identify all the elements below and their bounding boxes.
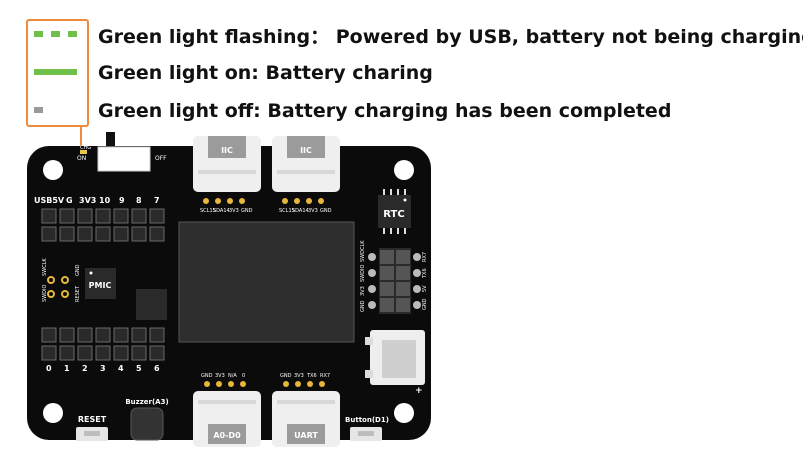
bottom-header-label-4: 4 [118, 364, 124, 373]
bottom-header-label-0: 0 [46, 364, 52, 373]
a0-pin-3: 0 [242, 373, 245, 379]
a0-pin-0: GND [201, 373, 213, 379]
switch-lever[interactable] [106, 132, 115, 150]
swd-left-label-swclk: SWCLK [42, 258, 48, 276]
mounting-hole [394, 160, 414, 180]
reset-label: RESET [78, 415, 107, 424]
callout-connector [80, 126, 82, 148]
top-header-label-1: G [66, 196, 73, 205]
bottom-header-label-1: 1 [64, 364, 70, 373]
buzzer-label: Buzzer(A3) [125, 398, 168, 406]
uart-pin-2: TX6 [306, 373, 317, 379]
a0-label: A0-D0 [213, 431, 241, 440]
top-pin-header [41, 208, 165, 242]
uart-pads [283, 381, 325, 387]
swd-right-label-7: GND [422, 298, 428, 310]
pmic-label: PMIC [89, 281, 112, 290]
bottom-header-label-6: 6 [154, 364, 160, 373]
bottom-pin-header [41, 327, 165, 361]
iic-right-pin-1: SDA14 [292, 208, 309, 214]
iic-right-pads [282, 198, 324, 204]
rtc-pins [383, 189, 406, 234]
switch-chg-label: CHG [80, 145, 91, 151]
top-header-label-0: USB5V [34, 196, 65, 205]
uart-connector[interactable] [272, 391, 340, 447]
a0-pads [204, 381, 246, 387]
buzzer [130, 407, 164, 441]
small-chip [136, 289, 167, 320]
bottom-header-label-2: 2 [82, 364, 88, 373]
main-module [178, 221, 355, 343]
iic-right-label: IIC [300, 146, 312, 155]
a0-connector[interactable] [193, 391, 261, 447]
battery-connector[interactable] [365, 330, 425, 385]
mounting-hole [43, 160, 63, 180]
switch-on-label: ON [77, 155, 86, 162]
iic-left-pin-0: SCL15 [200, 208, 216, 214]
power-switch[interactable] [97, 146, 151, 172]
swd-left-label-reset: RESET [75, 285, 81, 302]
led-legend-callout [26, 19, 89, 127]
battery-plus-label: + [415, 386, 423, 396]
pmic-dot [89, 271, 93, 275]
led-off-indicator [34, 107, 43, 113]
uart-pin-1: 3V3 [294, 373, 304, 379]
swd-right-label-1: SWDIO [360, 265, 366, 282]
uart-label: UART [294, 431, 318, 440]
swd-left-label-gnd: GND [75, 264, 81, 276]
button-d1-label: Button(D1) [345, 416, 389, 424]
swd-left-label-swdio: SWDIO [42, 285, 48, 302]
swd-right-label-0: SWDCLK [360, 240, 366, 262]
bottom-header-label-5: 5 [136, 364, 142, 373]
swd-right-label-3: GND [360, 300, 366, 312]
reset-button[interactable] [76, 427, 108, 441]
led-on-indicator [34, 69, 77, 75]
top-header-label-2: 3V3 [79, 196, 96, 205]
legend-off-text: Green light off: Battery charging has be… [98, 100, 672, 122]
iic-right-pin-0: SCL15 [279, 208, 295, 214]
legend-flashing-text: Green light flashing： Powered by USB, ba… [98, 26, 803, 48]
iic-left-pin-2: 3V3 [229, 208, 239, 214]
iic-left-pin-3: GND [241, 208, 253, 214]
switch-off-label: OFF [155, 155, 167, 162]
uart-pin-0: GND [280, 373, 292, 379]
charge-led [80, 150, 87, 154]
rtc-label: RTC [383, 209, 404, 220]
swd-right-label-2: 3V3 [360, 286, 366, 296]
rtc-dot [403, 198, 407, 202]
left-swd-pads [47, 276, 69, 298]
swd-right-label-4: RX7 [422, 252, 428, 262]
top-header-label-6: 7 [154, 196, 160, 205]
a0-pin-1: 3V3 [215, 373, 225, 379]
iic-right-pin-2: 3V3 [308, 208, 318, 214]
a0-pin-2: N/A [228, 373, 237, 379]
bottom-header-label-3: 3 [100, 364, 106, 373]
top-header-label-4: 9 [119, 196, 125, 205]
led-flashing-indicator [34, 31, 77, 37]
iic-left-pads [203, 198, 245, 204]
iic-right-pin-3: GND [320, 208, 332, 214]
button-d1[interactable] [350, 427, 382, 441]
iic-connector-left[interactable]: IIC [193, 136, 261, 192]
uart-pin-3: RX7 [320, 373, 330, 379]
iic-left-pin-1: SDA14 [213, 208, 230, 214]
top-header-label-3: 10 [99, 196, 111, 205]
top-header-label-5: 8 [136, 196, 142, 205]
iic-left-label: IIC [221, 146, 233, 155]
mounting-hole [394, 403, 414, 423]
mounting-hole [43, 403, 63, 423]
swd-right-label-5: TX6 [422, 268, 428, 279]
right-swd-header [368, 248, 421, 314]
legend-on-text: Green light on: Battery charing [98, 62, 433, 84]
swd-right-label-6: 5V [422, 285, 428, 292]
iic-connector-right[interactable]: IIC [272, 136, 340, 192]
